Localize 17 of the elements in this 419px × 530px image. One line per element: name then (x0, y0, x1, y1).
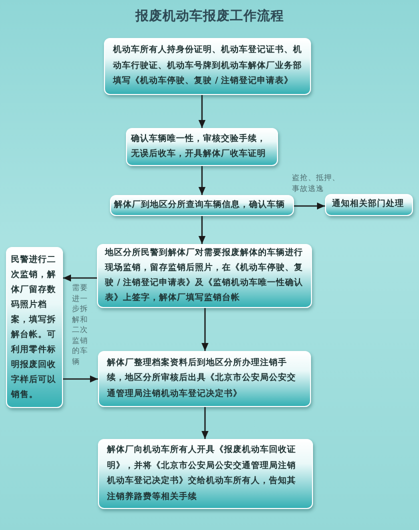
process-box: 通知相关部门处理 (325, 194, 413, 216)
arrow (198, 166, 206, 195)
arrow (198, 95, 206, 128)
arrow (198, 216, 206, 244)
process-box: 民警进行二次监销，解体厂留存数码照片档案，填写拆解台帐。可利用零件标明报废回收字样后可以销售。 (6, 247, 63, 408)
process-box: 地区分所民警到解体厂对需要报废解体的车辆进行现场监销，留存监销后照片，在《机动车停驶、复驶 / 注销登记申请表》及《监销机动车唯一性确认表》上签字，解体厂填写监销台帐 (97, 244, 312, 308)
title: 报废机动车报废工作流程 (135, 8, 284, 25)
arrow (202, 308, 208, 351)
process-box: 解体厂整理档案资料后到地区分所办理注销手续，地区分所审核后出具《北京市公安局公安交通管理局注销机动车登记决定书》 (98, 351, 311, 407)
arrow (63, 274, 97, 282)
process-box: 解体厂到地区分所查询车辆信息，确认车辆 (110, 195, 294, 216)
process-box: 确认车辆唯一性，审核交验手续，无误后收车，开具解体厂收车证明 (126, 128, 278, 166)
arrow (294, 202, 325, 210)
arrow (63, 376, 98, 382)
process-box: 解体厂向机动车所有人开具《报废机动车回收证明》，并将《北京市公安局公安交通管理局注销机动车登记决定书》交给机动车所有人，告知其注销养路费等相关手续 (98, 439, 313, 509)
process-box: 机动车所有人持身份证明、机动车登记证书、机动车行驶证、机动车号牌到机动车解体厂业务部填写《机动车停驶、复驶 / 注销登记申请表》 (104, 38, 311, 95)
arrow (202, 407, 208, 439)
